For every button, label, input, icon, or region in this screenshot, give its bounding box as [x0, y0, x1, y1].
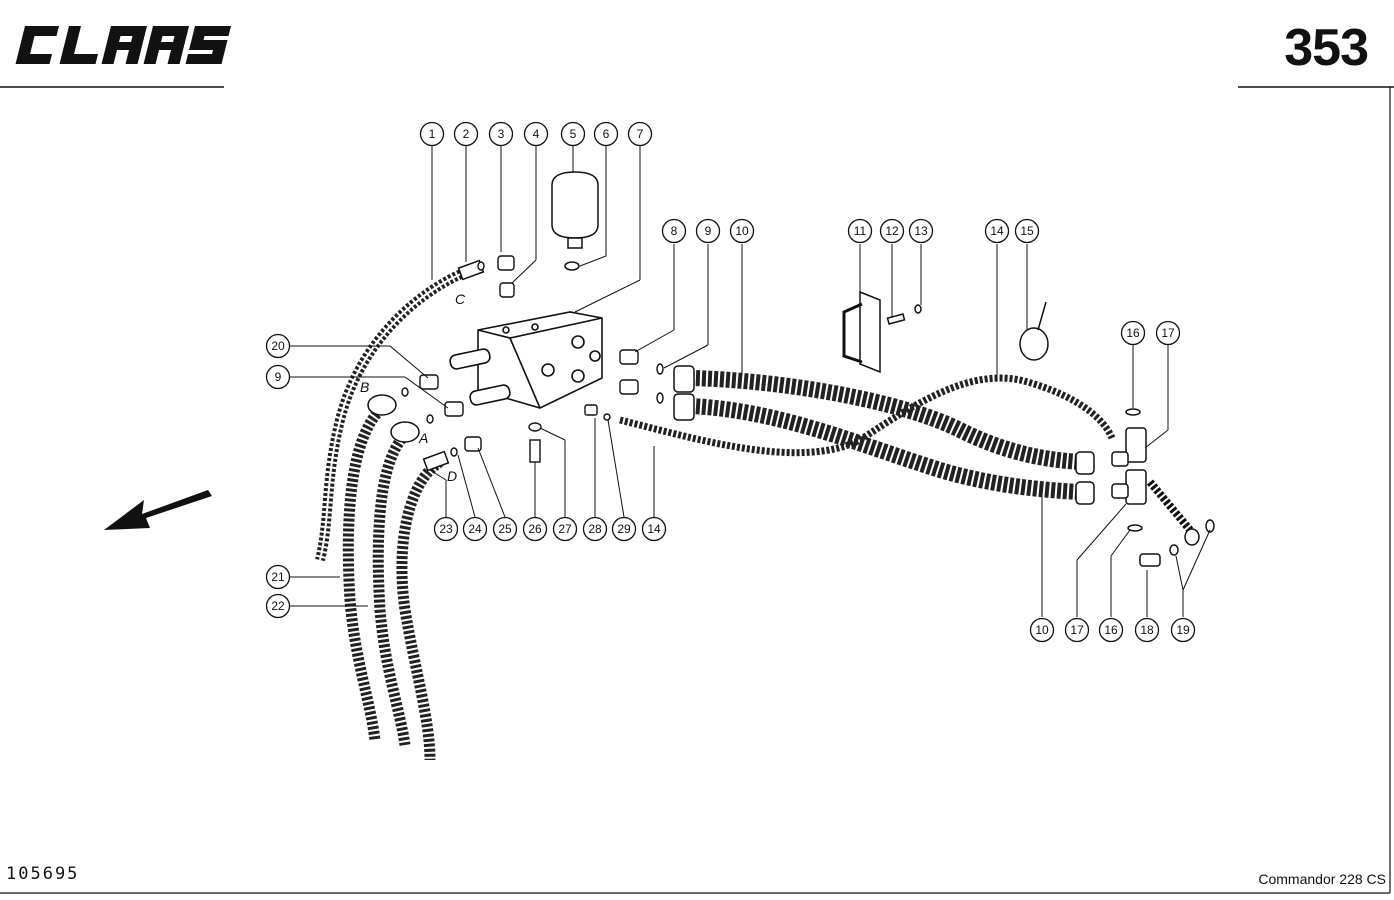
page-number: 353: [1284, 19, 1369, 77]
callout-circle: [611, 516, 637, 542]
callout-circle: [419, 121, 445, 147]
tee-fitting: [1111, 408, 1215, 567]
callout-circle: [453, 121, 479, 147]
callout-circle: [1064, 617, 1090, 643]
part-number-label: 18: [1140, 623, 1154, 637]
part-number-label: 17: [1070, 623, 1084, 637]
callout-circle: [265, 364, 291, 390]
document-id: 105695: [6, 864, 80, 884]
callout-circle: [492, 516, 518, 542]
callout-circle: [488, 121, 514, 147]
callout-circle: [984, 218, 1010, 244]
callout-circle: [879, 218, 905, 244]
part-number-label: 14: [990, 224, 1004, 238]
part-number-label: 14: [647, 522, 661, 536]
callout-circle: [265, 593, 291, 619]
callout-circle: [1029, 617, 1055, 643]
callout-circle: [661, 218, 687, 244]
callout-circle: [1170, 617, 1196, 643]
part-number-label: 9: [275, 370, 282, 384]
callout-circle: [627, 121, 653, 147]
callout-circle: [1014, 218, 1040, 244]
callout-circle: [1155, 320, 1181, 346]
part-number-label: 10: [1035, 623, 1049, 637]
callout-circle: [560, 121, 586, 147]
callout-circle: [265, 333, 291, 359]
part-number-label: 26: [528, 522, 542, 536]
left-fittings: [367, 259, 485, 472]
connection-letter: C: [455, 291, 466, 307]
part-number-label: 16: [1104, 623, 1118, 637]
part-number-label: 10: [735, 224, 749, 238]
part-number-label: 1: [429, 127, 436, 141]
part-number-label: 22: [271, 599, 285, 613]
arrow-down-left-icon: [104, 490, 212, 530]
part-number-label: 23: [439, 522, 453, 536]
handle-bracket: [842, 290, 922, 374]
part-number-label: 15: [1020, 224, 1034, 238]
part-number-label: 2: [463, 127, 470, 141]
callout-circle: [462, 516, 488, 542]
callout-circle: [847, 218, 873, 244]
part-number-label: 29: [617, 522, 631, 536]
callout-circle: [593, 121, 619, 147]
valve-block: [449, 311, 603, 409]
callout-circle: [641, 516, 667, 542]
part-number-label: 8: [671, 224, 678, 238]
part-number-label: 16: [1126, 326, 1140, 340]
connection-letter: D: [447, 468, 457, 484]
callout-circle: [1098, 617, 1124, 643]
part-number-label: 5: [570, 127, 577, 141]
part-number-label: 19: [1176, 623, 1190, 637]
accumulator: [551, 171, 599, 271]
connection-letter: B: [360, 379, 369, 395]
right-hose-ends: [673, 365, 1095, 505]
part-number-label: 28: [588, 522, 602, 536]
machine-model: Commandor 228 CS: [1258, 871, 1386, 887]
part-number-label: 27: [558, 522, 572, 536]
callout-circle: [522, 516, 548, 542]
part-number-label: 9: [705, 224, 712, 238]
callout-circle: [908, 218, 934, 244]
callout-circle: [729, 218, 755, 244]
part-number-label: 24: [468, 522, 482, 536]
part-number-label: 12: [885, 224, 899, 238]
callout-circle: [265, 564, 291, 590]
part-number-label: 3: [498, 127, 505, 141]
block-fittings: [401, 255, 664, 463]
part-number-label: 13: [914, 224, 928, 238]
callout-circle: [582, 516, 608, 542]
callout-circle: [1120, 320, 1146, 346]
right-hoses: [619, 370, 1116, 500]
part-number-label: 11: [854, 224, 867, 238]
part-number-label: 7: [637, 127, 644, 141]
leader-lines: [290, 146, 1211, 617]
callout-circle: [1134, 617, 1160, 643]
part-number-label: 20: [271, 339, 285, 353]
part-number-label: 21: [271, 570, 285, 584]
callout-circle: [552, 516, 578, 542]
callout-circle: [433, 516, 459, 542]
claas-logo: [6, 14, 232, 74]
part-number-label: 4: [533, 127, 540, 141]
part-number-label: 17: [1161, 326, 1175, 340]
part-number-label: 25: [498, 522, 512, 536]
callout-circle: [695, 218, 721, 244]
connection-letters: C B A D: [360, 291, 466, 484]
left-hoses: [315, 265, 472, 761]
part-number-label: 6: [603, 127, 610, 141]
hose-clamp: [1019, 301, 1049, 361]
callout-circle: [523, 121, 549, 147]
connection-letter: A: [418, 430, 428, 446]
